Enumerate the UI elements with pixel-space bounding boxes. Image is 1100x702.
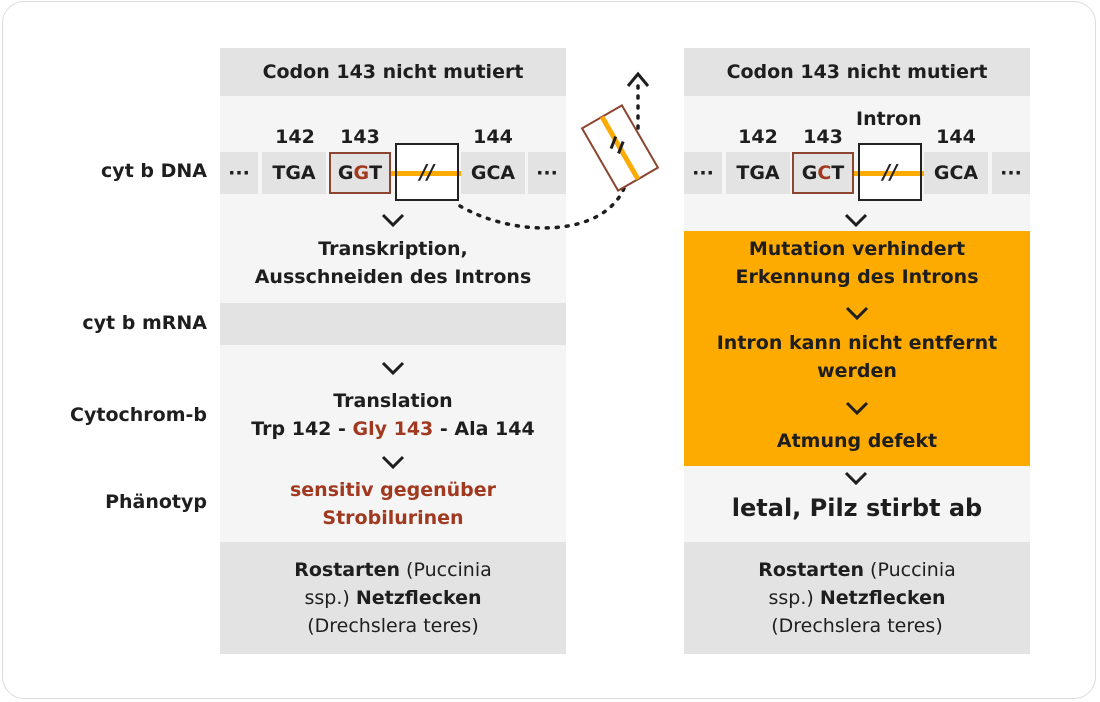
right-effect2-line2: werden bbox=[817, 360, 897, 382]
left-footer: Rostarten (Puccinia ssp.) Netzflecken (D… bbox=[220, 542, 566, 654]
left-transcription-line1: Transkription, bbox=[318, 238, 468, 260]
left-footer-rostarten: Rostarten bbox=[294, 559, 400, 581]
right-effect3-text: Atmung defekt bbox=[776, 430, 938, 452]
right-codon-number-144: 144 bbox=[936, 126, 976, 148]
right-footer-netzflecken: Netzflecken bbox=[819, 587, 946, 609]
left-codon-144: GCA bbox=[461, 152, 525, 194]
right-codon-number-142: 142 bbox=[738, 126, 778, 148]
left-intron-inner-line bbox=[397, 171, 457, 176]
right-chevron-down-icon-3 bbox=[845, 401, 869, 416]
left-chevron-down-icon-1 bbox=[381, 213, 405, 228]
excised-intron-connector bbox=[458, 71, 660, 230]
right-effect1-line1: Mutation verhindert bbox=[748, 238, 966, 260]
left-footer-line2: ssp.) Netzflecken bbox=[304, 584, 481, 612]
left-intron-mark: // bbox=[419, 160, 435, 184]
row-label-dna: cyt b DNA bbox=[101, 160, 207, 182]
excised-intron-icon bbox=[580, 103, 660, 193]
arrow-head-icon bbox=[626, 71, 650, 87]
dotted-curve-arrow bbox=[458, 184, 627, 230]
right-footer-line3: (Drechslera teres) bbox=[771, 615, 943, 637]
left-translation-text: Translation Trp 142 - Gly 143 - Ala 144 bbox=[220, 387, 566, 443]
left-transcription-line2: Ausschneiden des Introns bbox=[254, 266, 532, 288]
row-label-phenotype: Phänotyp bbox=[105, 491, 207, 513]
left-ellipsis-start: ··· bbox=[220, 152, 258, 194]
left-codon-143-base2: G bbox=[353, 162, 370, 184]
row-label-protein: Cytochrom-b bbox=[70, 404, 207, 426]
right-intron-box: // bbox=[858, 143, 922, 201]
right-footer: Rostarten (Puccinia ssp.) Netzflecken (D… bbox=[684, 542, 1030, 654]
right-chevron-down-icon-4 bbox=[844, 471, 868, 486]
right-footer-rostarten: Rostarten bbox=[758, 559, 864, 581]
right-chevron-down-icon-1 bbox=[844, 213, 868, 228]
left-footer-ssp: ssp.) bbox=[304, 587, 356, 609]
left-translation-gly: Gly 143 bbox=[352, 418, 434, 440]
left-transcription-text: Transkription, Ausschneiden des Introns bbox=[220, 235, 566, 291]
left-intron-box: // bbox=[395, 143, 459, 201]
right-effect2-line1: Intron kann nicht entfernt bbox=[716, 332, 998, 354]
right-footer-line1: Rostarten (Puccinia bbox=[758, 556, 956, 584]
right-chevron-down-icon-2 bbox=[845, 306, 869, 321]
right-footer-line2: ssp.) Netzflecken bbox=[768, 584, 945, 612]
right-footer-ssp: ssp.) bbox=[768, 587, 820, 609]
left-phenotype-text: sensitiv gegenüber Strobilurinen bbox=[220, 476, 566, 532]
left-header: Codon 143 nicht mutiert bbox=[220, 48, 566, 96]
left-mrna-band bbox=[220, 303, 566, 345]
right-codon-142: TGA bbox=[726, 152, 790, 194]
right-codon-143-base1: G bbox=[801, 162, 818, 184]
right-effect1-line2: Erkennung des Introns bbox=[735, 266, 979, 288]
right-intron-inner-line bbox=[860, 171, 920, 176]
left-translation-title: Translation bbox=[333, 390, 453, 412]
left-phenotype-line2: Strobilurinen bbox=[322, 507, 464, 529]
right-codon-144: GCA bbox=[924, 152, 988, 194]
left-footer-netzflecken: Netzflecken bbox=[355, 587, 482, 609]
right-codon-143-base3: T bbox=[831, 162, 845, 184]
left-footer-line1: Rostarten (Puccinia bbox=[294, 556, 492, 584]
left-chevron-down-icon-2 bbox=[381, 361, 405, 376]
right-ellipsis-start: ··· bbox=[684, 152, 722, 194]
left-phenotype-line1: sensitiv gegenüber bbox=[289, 479, 497, 501]
right-codon-143-base2: C bbox=[817, 162, 832, 184]
right-footer-puccinia: (Puccinia bbox=[864, 559, 956, 581]
left-chevron-down-icon-3 bbox=[381, 455, 405, 470]
left-translation-part3: - Ala 144 bbox=[433, 418, 535, 440]
right-result-text: letal, Pilz stirbt ab bbox=[731, 494, 983, 522]
right-effect2-text: Intron kann nicht entfernt werden bbox=[684, 329, 1030, 385]
right-ellipsis-end: ··· bbox=[992, 152, 1030, 194]
right-intron-label: Intron bbox=[856, 108, 922, 130]
left-ellipsis-end: ··· bbox=[528, 152, 566, 194]
left-translation-sequence: Trp 142 - Gly 143 - Ala 144 bbox=[251, 415, 534, 443]
left-codon-number-142: 142 bbox=[275, 126, 315, 148]
right-header: Codon 143 nicht mutiert bbox=[684, 48, 1030, 96]
left-footer-puccinia: (Puccinia bbox=[400, 559, 492, 581]
left-codon-number-144: 144 bbox=[473, 126, 513, 148]
right-intron-mark: // bbox=[882, 160, 898, 184]
right-effect1-text: Mutation verhindert Erkennung des Intron… bbox=[684, 235, 1030, 291]
left-codon-number-143: 143 bbox=[340, 126, 380, 148]
left-codon-143-base1: G bbox=[337, 162, 354, 184]
right-codon-number-143: 143 bbox=[803, 126, 843, 148]
left-codon-142: TGA bbox=[262, 152, 326, 194]
left-footer-line3: (Drechslera teres) bbox=[307, 615, 479, 637]
left-translation-part1: Trp 142 - bbox=[251, 418, 353, 440]
right-effect-box: Mutation verhindert Erkennung des Intron… bbox=[684, 231, 1030, 466]
left-codon-143-base3: T bbox=[369, 162, 383, 184]
row-label-mrna: cyt b mRNA bbox=[82, 312, 207, 334]
